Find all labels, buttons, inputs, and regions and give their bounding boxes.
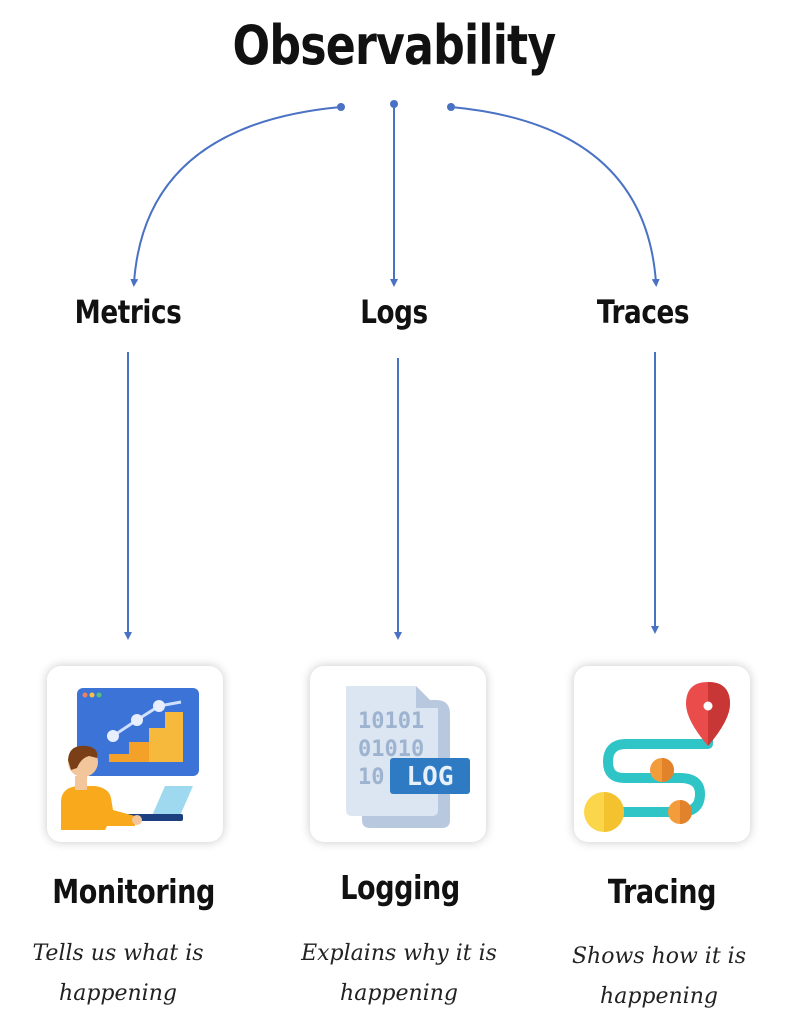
monitoring-desc-line-1: Tells us what is (32, 941, 204, 966)
monitoring-card (47, 666, 223, 842)
practice-tracing: Tracing (607, 872, 717, 911)
monitoring-dashboard-icon (61, 688, 199, 830)
practice-logging: Logging (340, 868, 460, 907)
binary-row-3: 10 (358, 765, 385, 790)
tracing-desc-line-2: happening (600, 984, 718, 1009)
monitoring-description: Tells us what is happening (0, 934, 238, 1014)
pillar-traces: Traces (596, 293, 690, 331)
pillar-logs: Logs (360, 293, 428, 331)
binary-row-1: 10101 (358, 709, 424, 734)
tracing-desc-line-1: Shows how it is (571, 944, 747, 969)
binary-row-2: 01010 (358, 737, 424, 762)
tracing-description: Shows how it is happening (539, 937, 779, 1017)
trace-route-icon (584, 682, 730, 832)
pillar-metrics: Metrics (74, 293, 182, 331)
arrow-to-metrics (130, 106, 342, 287)
monitoring-desc-line-2: happening (59, 981, 177, 1006)
logging-description: Explains why it is happening (279, 934, 519, 1014)
page-title: Observability (232, 14, 557, 77)
logging-card: 10101 01010 10 LOG (310, 666, 486, 842)
log-file-icon: 10101 01010 10 LOG (346, 686, 470, 828)
log-badge-text: LOG (407, 762, 454, 792)
arrow-to-traces (450, 106, 660, 287)
tracing-card (574, 666, 750, 842)
logging-desc-line-2: happening (340, 981, 458, 1006)
practice-monitoring: Monitoring (52, 872, 215, 911)
logging-desc-line-1: Explains why it is (301, 941, 497, 966)
